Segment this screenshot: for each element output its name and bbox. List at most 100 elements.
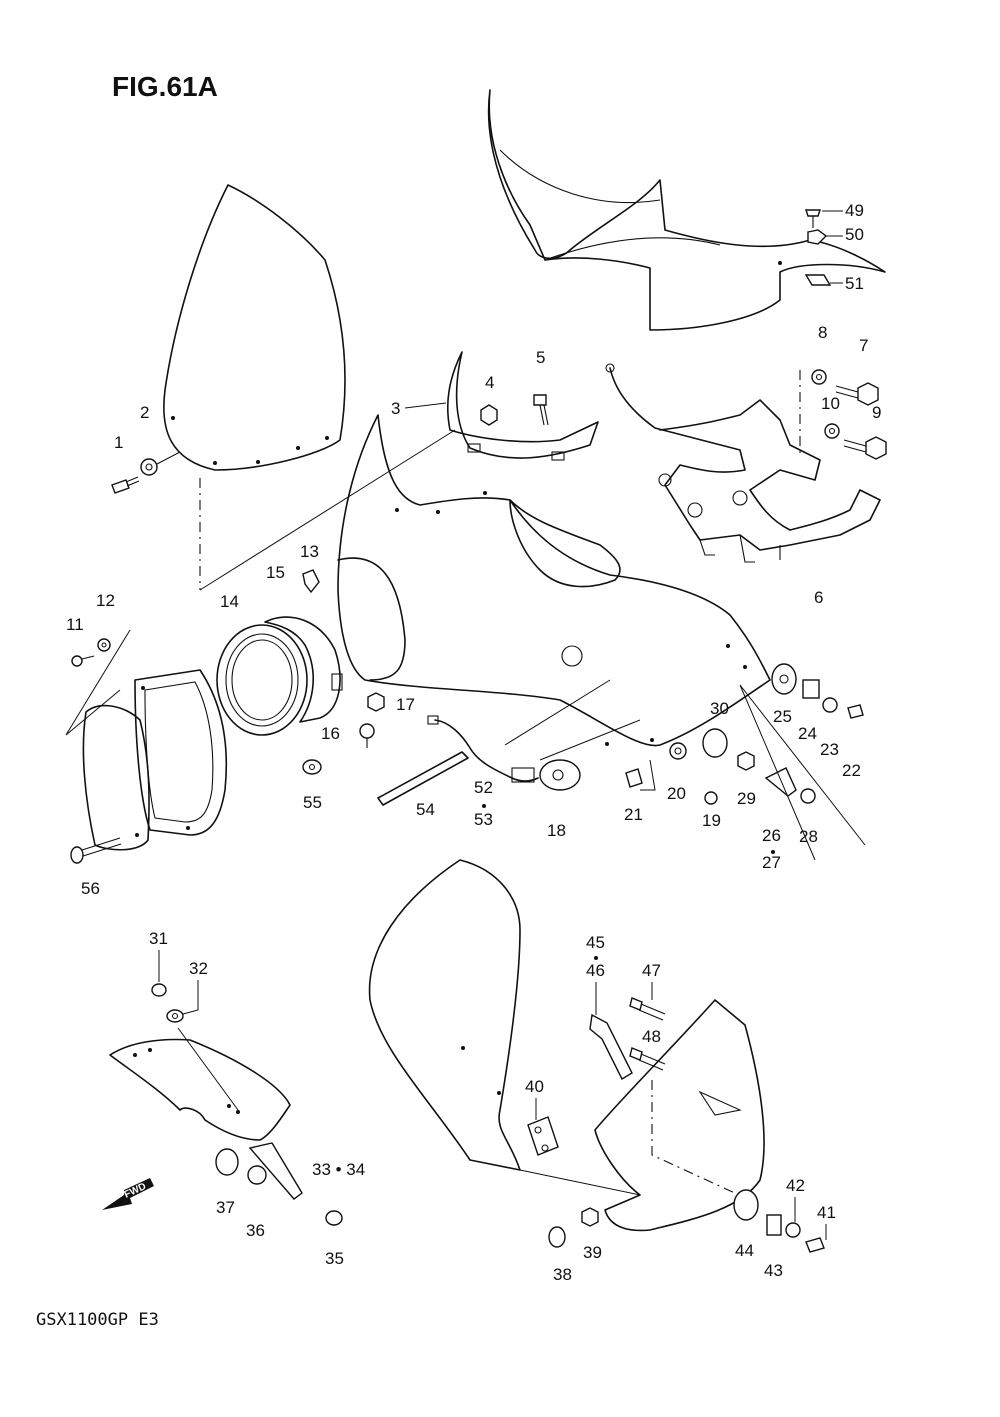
collar-24	[802, 679, 820, 699]
callout-27: 27	[762, 853, 781, 872]
callout-7: 7	[859, 336, 868, 355]
callout-52: 52	[474, 778, 493, 797]
lower-bracket	[589, 1013, 633, 1080]
callout-19: 19	[702, 811, 721, 830]
headlight-rim	[216, 624, 308, 736]
callout-8: 8	[818, 323, 827, 342]
washer-42	[785, 1222, 801, 1238]
callout-41: 41	[817, 1203, 836, 1222]
callout-40: 40	[525, 1077, 544, 1096]
mount-plate-40	[527, 1116, 559, 1156]
callout-54: 54	[416, 800, 435, 819]
screw-41	[805, 1237, 825, 1253]
model-code: GSX1100GP E3	[36, 1310, 159, 1330]
grommet-44	[733, 1189, 759, 1221]
bracket-33	[248, 1142, 303, 1200]
callout-36: 36	[246, 1221, 265, 1240]
callout-33-34: 33 • 34	[312, 1160, 365, 1179]
screw-38	[548, 1226, 566, 1248]
callout-17: 17	[396, 695, 415, 714]
cable-tie	[377, 751, 469, 806]
washer-12	[97, 638, 111, 652]
callout-47: 47	[642, 961, 661, 980]
clip-13	[302, 569, 320, 594]
callout-12: 12	[96, 591, 115, 610]
bolt-7	[835, 382, 879, 406]
screw-11	[71, 655, 95, 667]
lower-cowling-right	[594, 999, 765, 1232]
callout-48: 48	[642, 1027, 661, 1046]
callout-51: 51	[845, 274, 864, 293]
callout-38: 38	[553, 1265, 572, 1284]
callout-45: 45	[586, 933, 605, 952]
callout-20: 20	[667, 784, 686, 803]
callout-43: 43	[764, 1261, 783, 1280]
nut-4	[480, 404, 498, 426]
cowling-trim	[446, 351, 599, 461]
callout-6: 6	[814, 588, 823, 607]
fwd-arrow-icon: FWD	[102, 1178, 154, 1210]
fwd-label: FWD	[123, 1181, 148, 1201]
screw-16	[359, 723, 375, 748]
grommet-25	[771, 663, 797, 695]
inner-panel-left	[109, 1038, 291, 1141]
callout-10: 10	[821, 394, 840, 413]
screw-19	[704, 791, 718, 805]
bolt-47	[629, 997, 666, 1021]
callout-55: 55	[303, 793, 322, 812]
callout-4: 4	[485, 373, 494, 392]
lower-cowling-left	[368, 859, 521, 1171]
callout-56: 56	[81, 879, 100, 898]
inner-cowling-upper	[487, 89, 886, 331]
callout-22: 22	[842, 761, 861, 780]
grommet-30	[702, 728, 728, 758]
washer-10	[824, 423, 840, 439]
clip-51	[804, 274, 832, 286]
callout-30: 30	[710, 699, 729, 718]
headlight-back-panel	[82, 704, 150, 851]
washer-20	[669, 742, 687, 760]
grommet-18	[539, 759, 581, 791]
callout-42: 42	[786, 1176, 805, 1195]
callout-3: 3	[391, 399, 400, 418]
washer-23	[822, 697, 838, 713]
callout-37: 37	[216, 1198, 235, 1217]
callout-53: 53	[474, 810, 493, 829]
screw-35	[325, 1210, 343, 1226]
callout-49: 49	[845, 201, 864, 220]
windscreen-screw	[111, 476, 140, 494]
callout-44: 44	[735, 1241, 754, 1260]
callout-9: 9	[872, 403, 881, 422]
adjust-screw-56	[70, 837, 122, 864]
callout-21: 21	[624, 805, 643, 824]
collar-43	[766, 1214, 782, 1236]
upper-cowling	[337, 414, 771, 747]
callout-28: 28	[799, 827, 818, 846]
wiring-harness	[427, 715, 539, 783]
windscreen	[163, 184, 346, 471]
callout-14: 14	[220, 592, 239, 611]
callout-2: 2	[140, 403, 149, 422]
grommet-37	[215, 1148, 239, 1176]
clip-21	[625, 768, 643, 788]
washer-32	[166, 1009, 184, 1023]
callout-31: 31	[149, 929, 168, 948]
windscreen-nut	[140, 451, 181, 476]
bolt-9	[843, 436, 887, 460]
callout-39: 39	[583, 1243, 602, 1262]
callout-29: 29	[737, 789, 756, 808]
screw-22	[847, 704, 864, 719]
nut-50	[807, 229, 828, 245]
bolt-48	[629, 1047, 666, 1071]
callout-labels: 1 2 3 4 5 6 7 8 9 10 11 12 13 14 15 16 1…	[66, 201, 881, 1284]
nut-17	[367, 692, 385, 712]
callout-24: 24	[798, 724, 817, 743]
callout-16: 16	[321, 724, 340, 743]
nut-29	[737, 751, 755, 771]
callout-25: 25	[773, 707, 792, 726]
nut-36	[247, 1165, 267, 1185]
callout-13: 13	[300, 542, 319, 561]
callout-26: 26	[762, 826, 781, 845]
